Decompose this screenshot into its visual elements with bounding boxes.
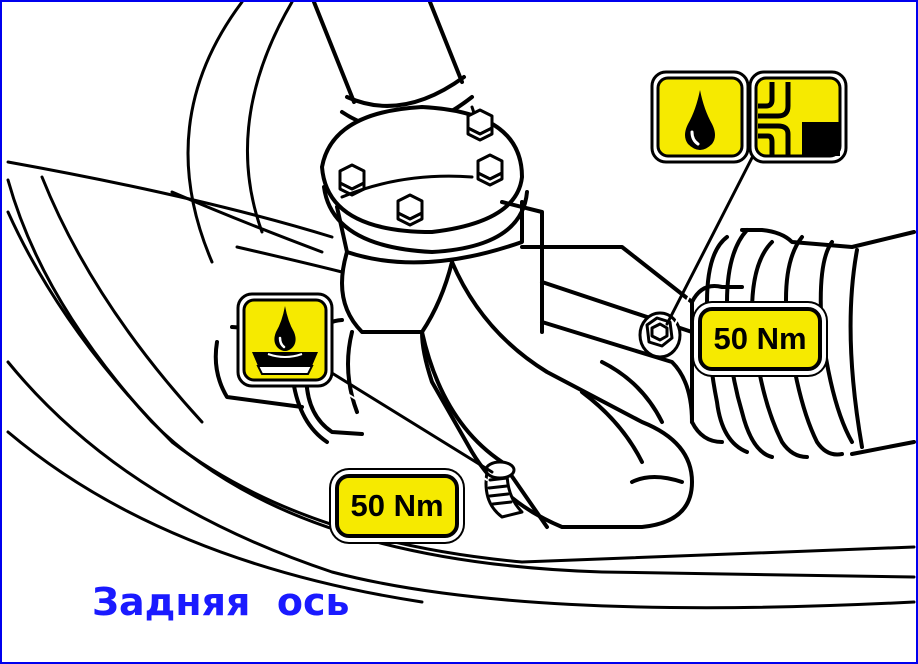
pointer-line-lower bbox=[325, 368, 494, 474]
differential-housing bbox=[340, 200, 694, 529]
torque-label-upper-plug: 50 Nm bbox=[698, 307, 822, 371]
caption-rear-axle: Задняя ось bbox=[92, 580, 350, 624]
oil-drop-icon bbox=[650, 70, 750, 164]
upper-plug bbox=[638, 311, 682, 359]
pointer-line-upper bbox=[665, 148, 758, 326]
lower-plug bbox=[484, 460, 524, 519]
right-axle-boot bbox=[690, 228, 916, 459]
flange-bolts bbox=[338, 108, 504, 227]
oil-level-icon bbox=[748, 70, 848, 164]
oil-drain-icon bbox=[236, 292, 334, 388]
pointer-line-upper-shadow bbox=[674, 149, 765, 325]
pointer-line-lower-shadow bbox=[319, 376, 488, 481]
flange bbox=[320, 105, 529, 265]
torque-label-lower-plug: 50 Nm bbox=[335, 474, 459, 538]
wheel-lines bbox=[6, 2, 916, 610]
